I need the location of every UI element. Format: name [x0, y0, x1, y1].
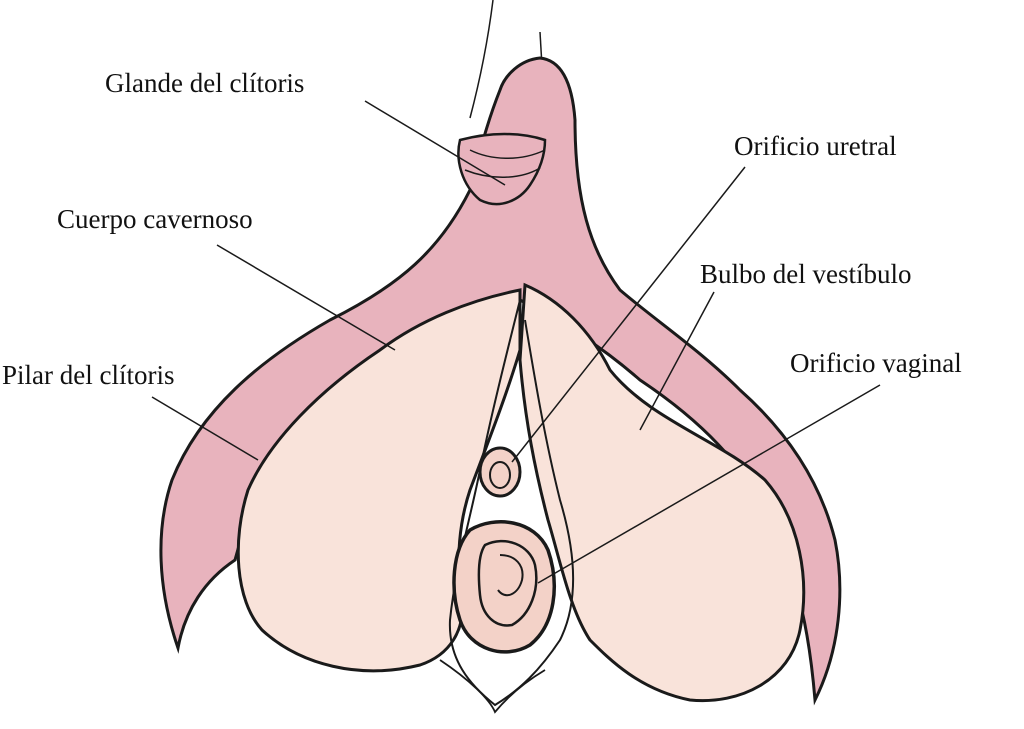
leader-lines [151, 100, 881, 584]
label-cuerpo-cavernoso: Cuerpo cavernoso [57, 204, 253, 234]
vaginal-orifice-inner [477, 539, 538, 627]
leader-uretral [511, 166, 746, 463]
glans-hood-line [464, 149, 546, 178]
left-vestibular-bulb [236, 288, 522, 673]
label-orificio-uretral: Orificio uretral [734, 131, 897, 161]
urethral-orifice-inner [489, 461, 511, 489]
bottom-tip [439, 659, 546, 714]
urethral-orifice [478, 446, 522, 498]
label-glande-clitoris: Glande del clítoris [105, 68, 305, 98]
leader-pilar [151, 396, 259, 461]
label-bulbo-vestibulo: Bulbo del vestíbulo [700, 259, 912, 289]
vaginal-orifice-fold [497, 554, 524, 597]
leader-glande [364, 100, 506, 186]
leader-vaginal [537, 384, 881, 584]
leader-cuerpo [216, 244, 396, 351]
glans [457, 132, 547, 206]
right-vestibular-bulb [518, 282, 806, 703]
top-strand-left [469, 0, 494, 119]
leader-bulbo [639, 291, 715, 431]
label-orificio-vaginal: Orificio vaginal [790, 348, 962, 378]
label-pilar-clitoris: Pilar del clítoris [2, 360, 175, 390]
